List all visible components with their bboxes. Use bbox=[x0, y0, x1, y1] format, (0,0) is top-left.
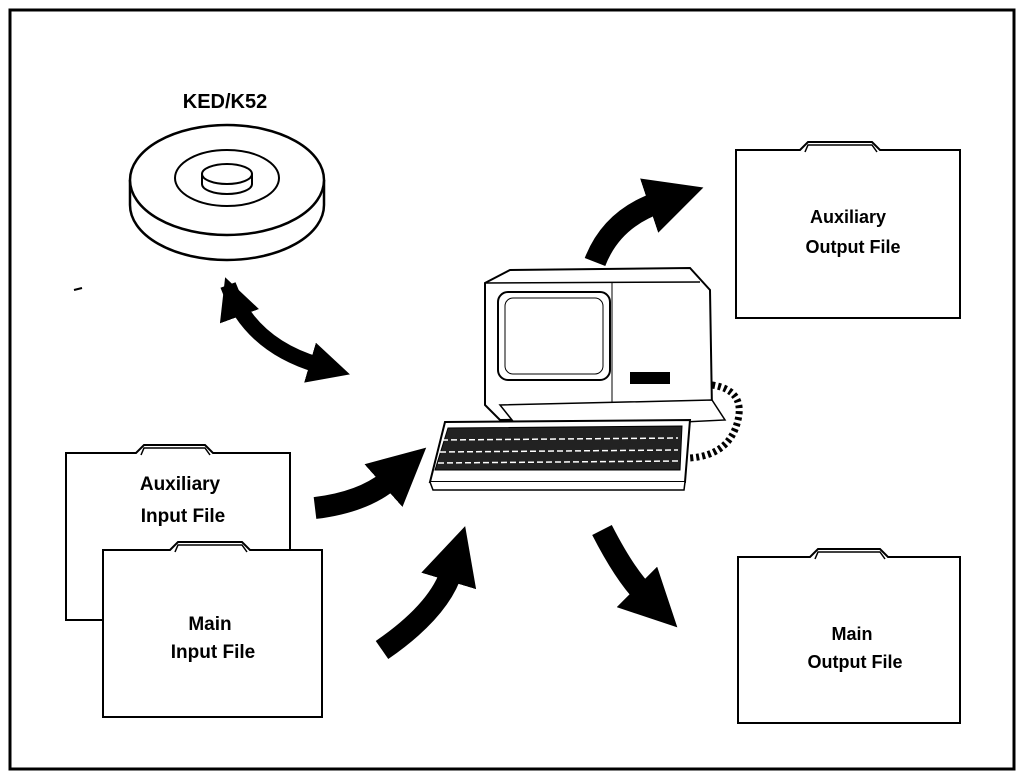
main-input-folder-icon bbox=[102, 541, 323, 718]
main-output-label-line2: Output File bbox=[808, 652, 903, 672]
main-output-label-line1: Main bbox=[831, 624, 872, 644]
aux-output-folder-icon bbox=[735, 141, 961, 319]
terminal-to-main-output-arrow bbox=[592, 524, 678, 628]
main-output-folder-icon bbox=[737, 548, 961, 724]
disk-icon bbox=[128, 123, 326, 262]
disk-label: KED/K52 bbox=[183, 91, 267, 113]
main-input-to-terminal-arrow bbox=[375, 526, 477, 660]
diagram-frame bbox=[8, 8, 1016, 771]
main-input-label-line2: Input File bbox=[171, 642, 255, 663]
main-input-label-line1: Main bbox=[188, 614, 231, 635]
terminal-to-aux-output-arrow bbox=[584, 178, 704, 267]
stray-mark bbox=[73, 287, 83, 291]
aux-output-label-line1: Auxiliary bbox=[810, 207, 886, 227]
aux-input-to-terminal-arrow bbox=[313, 447, 427, 519]
disk-terminal-arrow bbox=[219, 277, 350, 383]
aux-output-label-line2: Output File bbox=[806, 237, 901, 257]
computer-terminal-icon bbox=[428, 266, 743, 491]
aux-input-label-line1: Auxiliary bbox=[140, 474, 221, 495]
aux-input-label-line2: Input File bbox=[141, 506, 225, 527]
